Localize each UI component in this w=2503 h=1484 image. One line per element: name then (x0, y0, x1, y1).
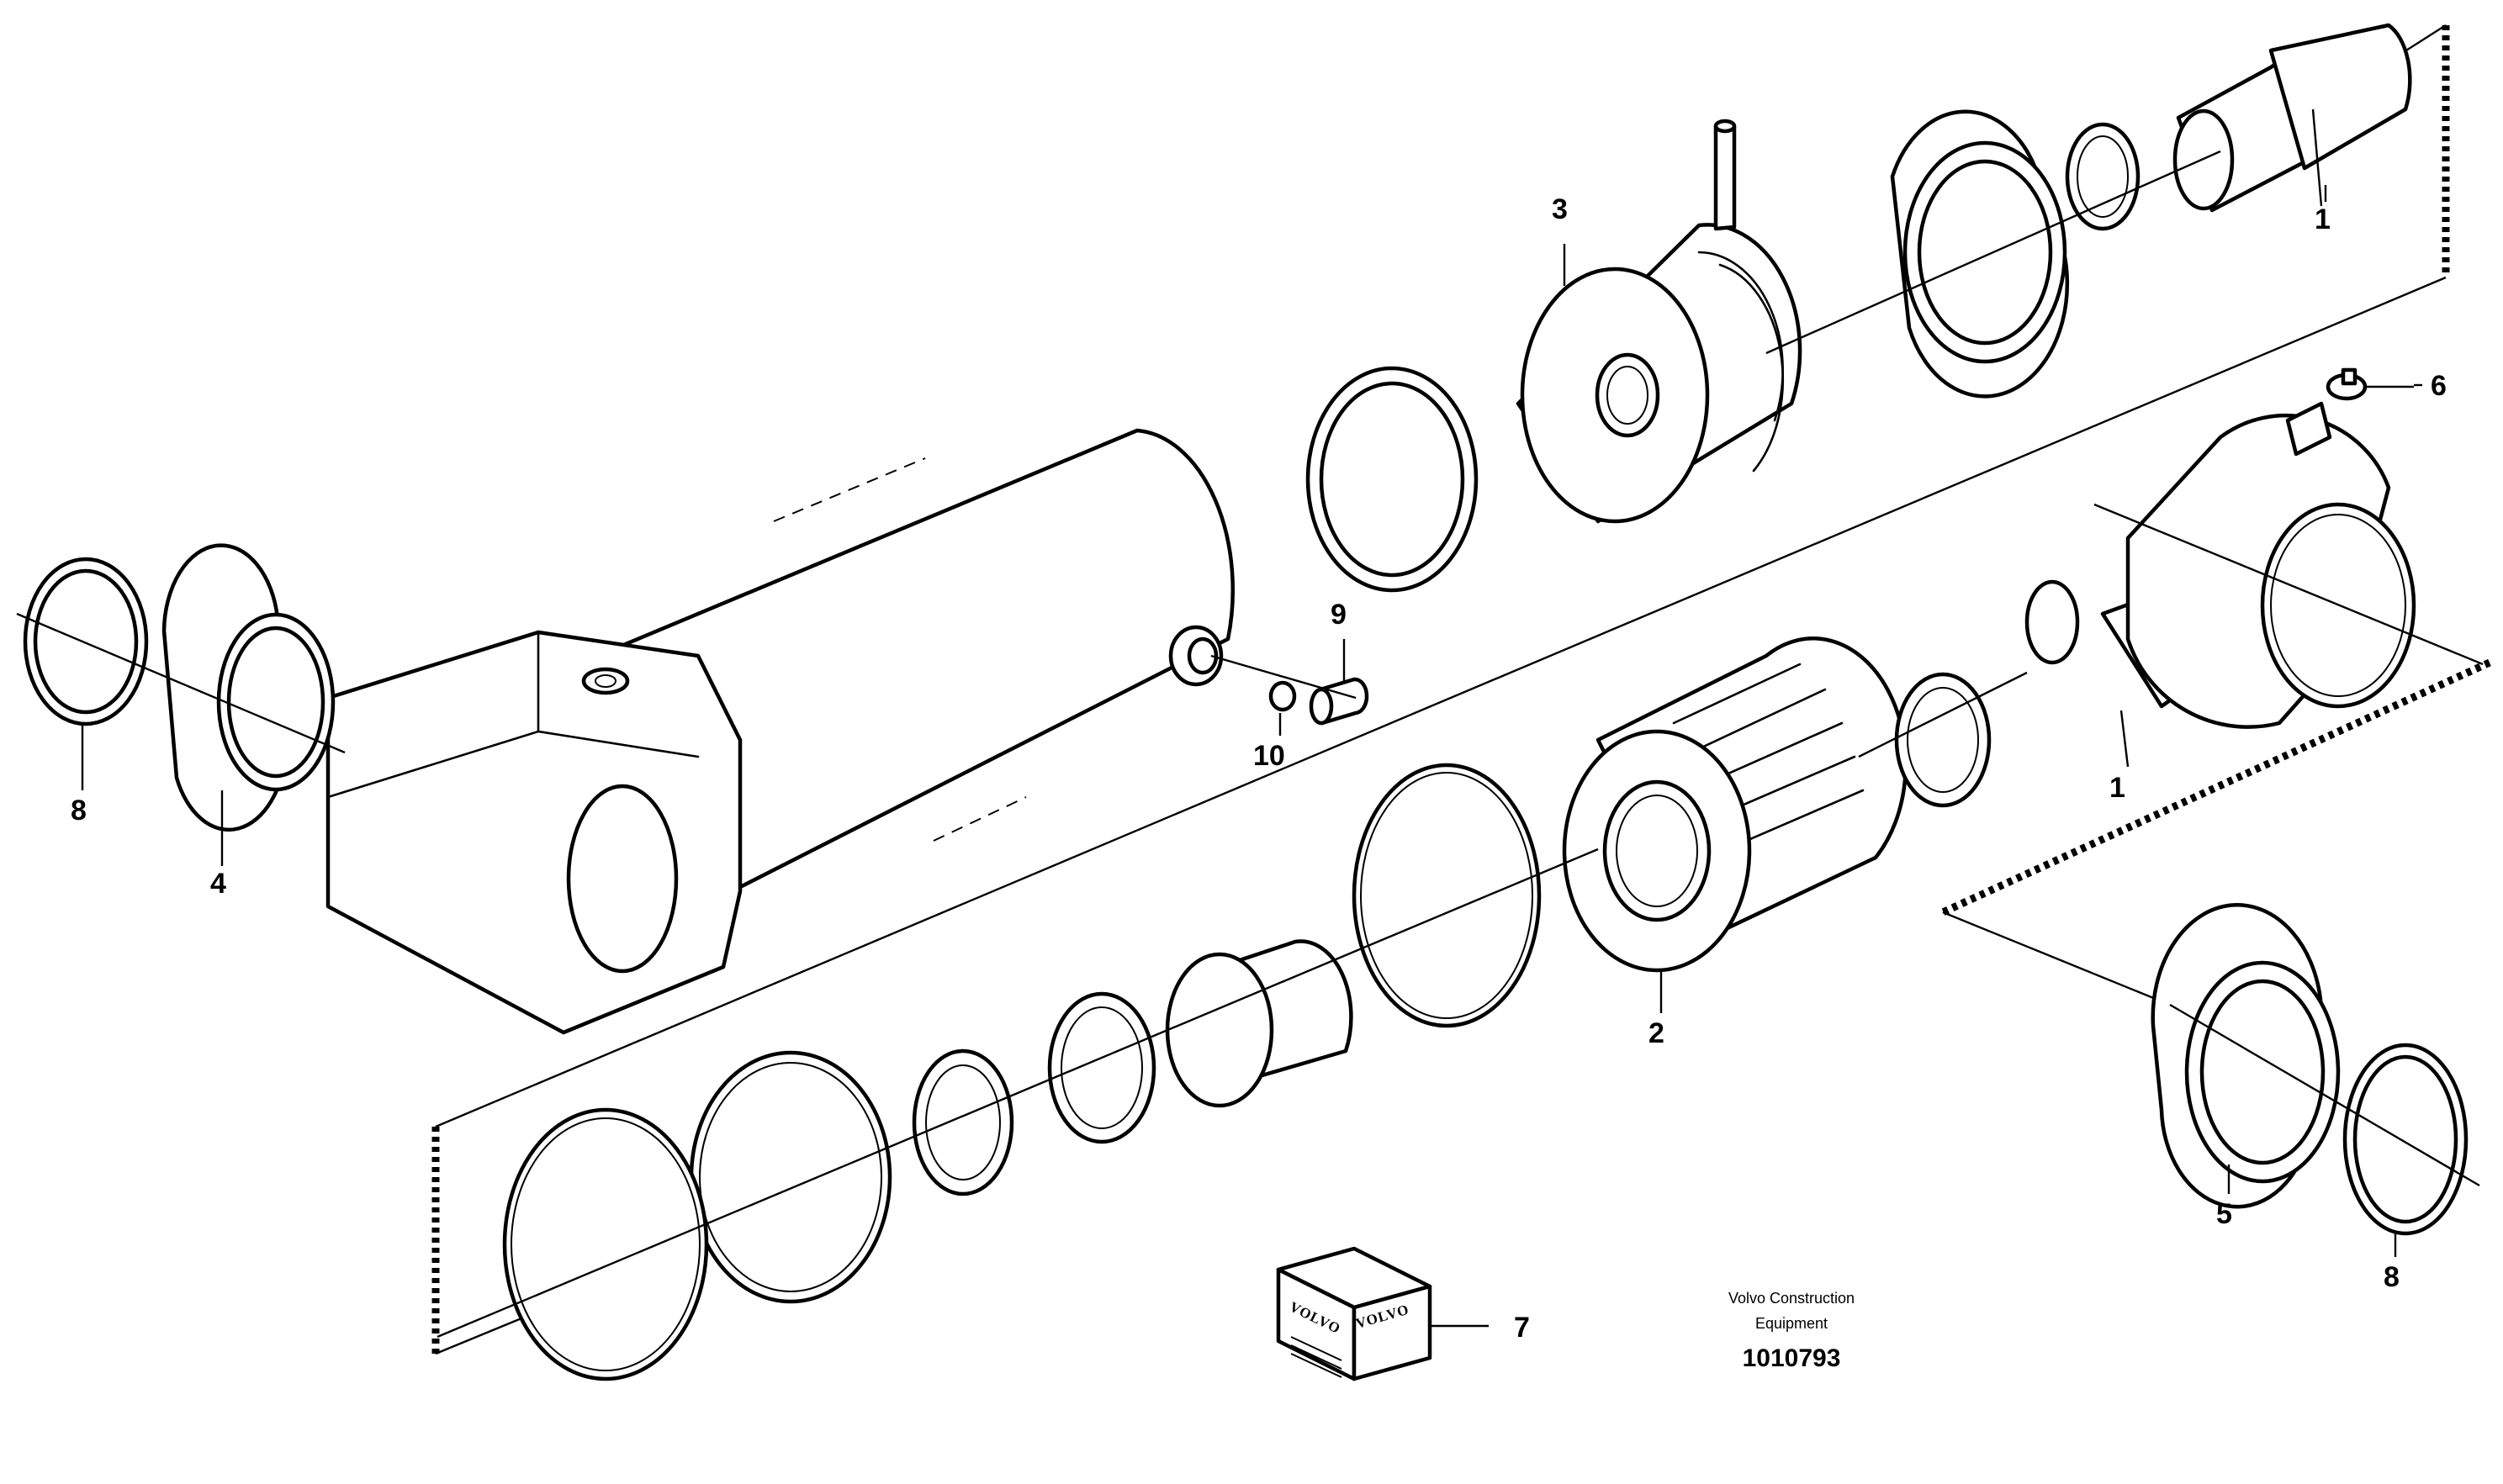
right-rings (2151, 903, 2480, 1236)
callout-2: 2 (1648, 1017, 1664, 1049)
callout-10: 10 (1253, 740, 1285, 772)
piston-assembly (1305, 119, 1802, 593)
callout-8-right: 8 (2384, 1261, 2400, 1293)
callout-7: 7 (1514, 1312, 1530, 1344)
caption-block: Volvo Construction Equipment 1010793 (1728, 1290, 1855, 1372)
plug-and-washer (1168, 625, 1369, 726)
caption-line-1: Volvo Construction (1728, 1290, 1855, 1307)
callout-1-top: 1 (2315, 203, 2331, 235)
cylinder-head (1562, 636, 2028, 973)
caption-line-2: Equipment (1755, 1315, 1828, 1332)
callout-labels: 1 1 2 3 4 5 6 7 8 8 9 10 (71, 193, 2447, 1344)
seal-set (437, 763, 1599, 1381)
drawing-number: 1010793 (1743, 1344, 1841, 1372)
left-rings (16, 543, 346, 832)
rod-eye (2024, 367, 2484, 729)
callout-9: 9 (1331, 599, 1347, 631)
callout-8-left: 8 (71, 795, 87, 826)
callout-6: 6 (2431, 370, 2447, 402)
rod-top (1765, 23, 2412, 399)
callout-4: 4 (210, 868, 226, 900)
callout-1-rod-eye: 1 (2109, 772, 2125, 804)
kit-box: VOLVO VOLVO (1276, 1246, 1432, 1381)
callout-5: 5 (2216, 1198, 2232, 1230)
cylinder-tube (325, 428, 1236, 1035)
break-lines (431, 24, 2491, 1355)
callout-leaders (81, 185, 2422, 1328)
callout-3: 3 (1552, 193, 1568, 225)
